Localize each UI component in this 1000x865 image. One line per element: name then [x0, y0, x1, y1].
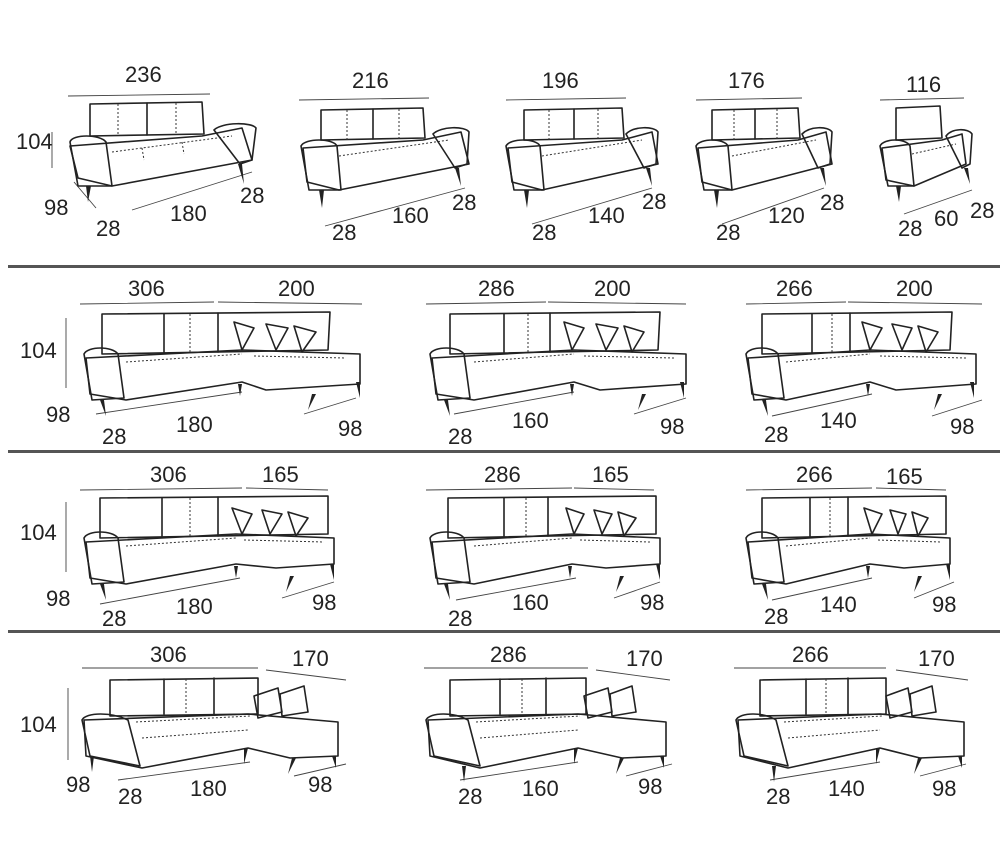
top-main-label: 286	[478, 276, 515, 301]
right-arm-label: 28	[820, 190, 845, 215]
chaise-depth-label: 98	[640, 590, 665, 615]
top-main-label: 266	[776, 276, 813, 301]
seat-width-label: 180	[176, 412, 213, 437]
height-label: 104	[20, 712, 57, 737]
top-width-label: 236	[125, 62, 162, 87]
seat-width-label: 180	[190, 776, 227, 801]
height-label: 104	[20, 338, 57, 363]
left-arm-label: 28	[332, 220, 357, 245]
top-width-label: 216	[352, 68, 389, 93]
corner-sofa-266x165-drawing	[745, 487, 955, 601]
seat-width-label: 140	[820, 592, 857, 617]
depth-label: 98	[46, 402, 71, 427]
left-arm-label: 28	[448, 424, 473, 449]
armchair-116-drawing	[879, 97, 973, 215]
top-width-label: 116	[906, 72, 942, 97]
depth-label: 98	[46, 586, 71, 611]
top-main-label: 286	[484, 462, 521, 487]
right-arm-label: 28	[452, 190, 477, 215]
chaise-depth-label: 98	[950, 414, 975, 439]
seat-width-label: 160	[512, 590, 549, 615]
chaise-sofa-266x170-drawing	[734, 667, 969, 782]
chaise-depth-label: 98	[338, 416, 363, 441]
top-chaise-label: 200	[278, 276, 315, 301]
corner-sofa-286x165-drawing	[425, 487, 661, 601]
height-label: 104	[16, 129, 53, 154]
corner-sofa-306x200-drawing	[65, 301, 363, 416]
left-arm-label: 28	[118, 784, 143, 809]
left-arm-label: 28	[764, 422, 789, 447]
left-arm-label: 28	[448, 606, 473, 631]
right-arm-label: 28	[642, 189, 667, 214]
height-label: 104	[20, 520, 57, 545]
seat-width-label: 180	[176, 594, 213, 619]
chaise-depth-label: 98	[932, 592, 957, 617]
left-arm-label: 28	[716, 220, 741, 245]
corner-sofa-286x200-drawing	[425, 301, 687, 416]
top-main-label: 266	[796, 462, 833, 487]
right-arm-label: 28	[240, 183, 265, 208]
row-divider	[8, 450, 1000, 453]
left-arm-label: 28	[766, 784, 791, 809]
top-chaise-label: 165	[592, 462, 629, 487]
left-arm-label: 28	[764, 604, 789, 629]
chaise-depth-label: 98	[312, 590, 337, 615]
sofa-3-seat-216-drawing	[298, 97, 470, 227]
top-width-label: 176	[728, 68, 765, 93]
top-main-label: 306	[128, 276, 165, 301]
chaise-sofa-306x170-drawing	[67, 667, 347, 781]
seat-width-label: 140	[820, 408, 857, 433]
left-arm-label: 28	[102, 424, 127, 449]
top-main-label: 286	[490, 642, 527, 667]
sofa-3-seat-196-drawing	[505, 97, 659, 225]
chaise-depth-label: 98	[660, 414, 685, 439]
chaise-depth-label: 98	[638, 774, 663, 799]
top-chaise-label: 170	[626, 646, 663, 671]
top-chaise-label: 165	[262, 462, 299, 487]
depth-label: 98	[44, 195, 69, 220]
top-chaise-label: 165	[886, 464, 923, 489]
seat-width-label: 140	[588, 203, 625, 228]
chaise-sofa-286x170-drawing	[424, 667, 673, 782]
chaise-depth-label: 98	[308, 772, 333, 797]
top-chaise-label: 170	[292, 646, 329, 671]
right-arm-label: 28	[970, 198, 995, 223]
seat-width-label: 160	[392, 203, 429, 228]
sofa-2-seat-176-drawing	[695, 97, 833, 225]
top-main-label: 306	[150, 642, 187, 667]
seat-width-label: 120	[768, 203, 805, 228]
top-chaise-label: 200	[896, 276, 933, 301]
top-chaise-label: 170	[918, 646, 955, 671]
top-width-label: 196	[542, 68, 579, 93]
top-chaise-label: 200	[594, 276, 631, 301]
seat-width-label: 140	[828, 776, 865, 801]
depth-label: 98	[66, 772, 91, 797]
seat-width-label: 180	[170, 201, 207, 226]
left-arm-label: 28	[898, 216, 923, 241]
top-main-label: 266	[792, 642, 829, 667]
row-divider	[8, 630, 1000, 633]
chaise-depth-label: 98	[932, 776, 957, 801]
row-divider	[8, 265, 1000, 268]
corner-sofa-306x165-drawing	[65, 487, 335, 605]
left-arm-label: 28	[458, 784, 483, 809]
left-arm-label: 28	[102, 606, 127, 631]
left-arm-label: 28	[532, 220, 557, 245]
corner-sofa-266x200-drawing	[745, 301, 983, 417]
left-arm-label: 28	[96, 216, 121, 241]
sofa-3-seat-236-drawing	[51, 93, 257, 211]
seat-width-label: 60	[934, 206, 959, 231]
top-main-label: 306	[150, 462, 187, 487]
seat-width-label: 160	[512, 408, 549, 433]
seat-width-label: 160	[522, 776, 559, 801]
